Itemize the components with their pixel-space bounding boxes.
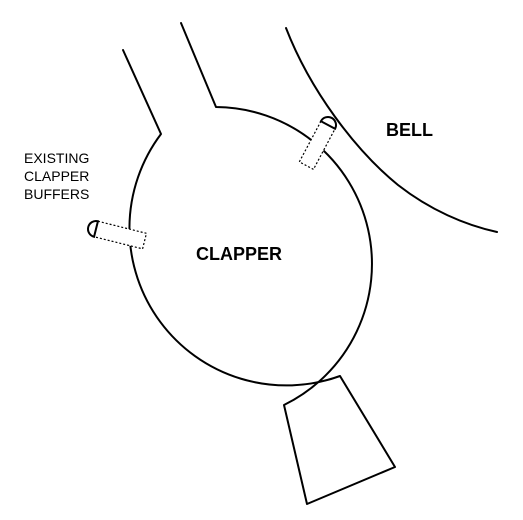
buffer-upper-cap [319, 116, 337, 131]
buffers-label-line1: EXISTING [24, 150, 89, 166]
buffers-label-line3: BUFFERS [24, 186, 89, 202]
buffers-label-line2: CLAPPER [24, 168, 89, 184]
buffer-left-body [93, 220, 148, 250]
clapper-label: CLAPPER [196, 244, 282, 264]
buffer-left-cap [87, 220, 100, 238]
buffer-upper [298, 116, 337, 171]
bell-outline [285, 27, 498, 233]
buffer-upper-body [298, 120, 336, 171]
buffer-left [87, 220, 148, 250]
bell-label: BELL [386, 120, 433, 140]
clapper-outline [122, 22, 396, 505]
